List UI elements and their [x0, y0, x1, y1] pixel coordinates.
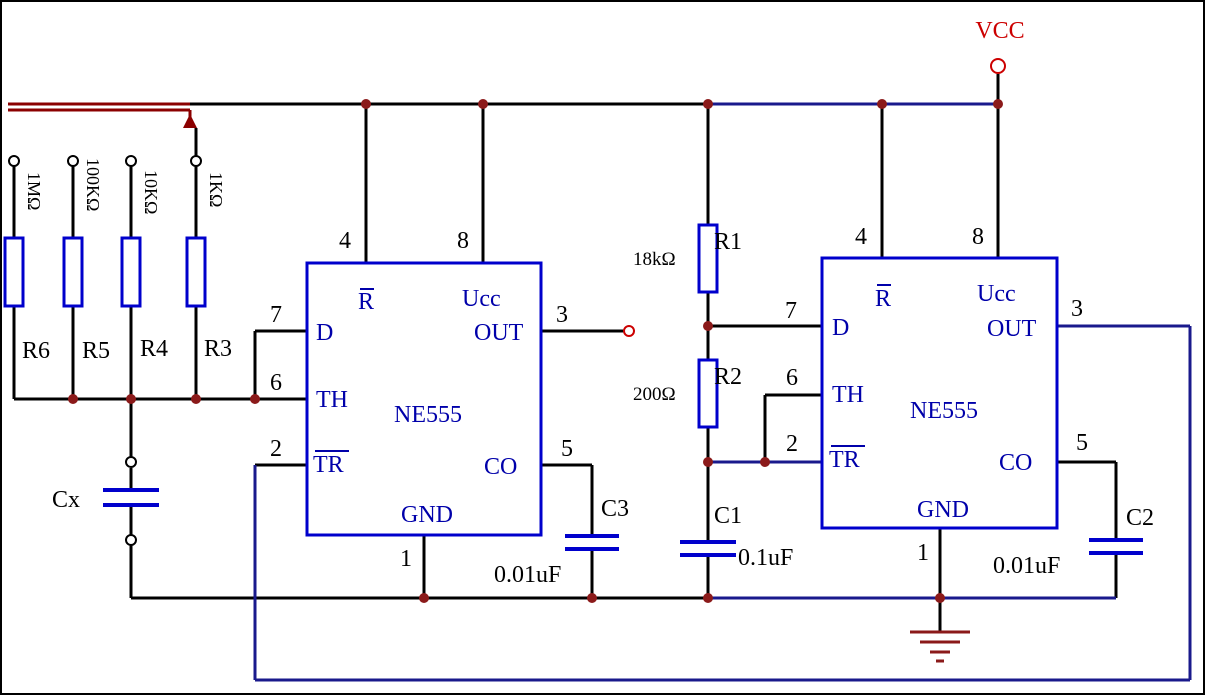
- terminals: [8, 155, 202, 546]
- ic1-pin-7: 7: [270, 302, 282, 328]
- r5-value: 100KΩ: [83, 158, 103, 211]
- ic1-pin-4: 4: [339, 228, 351, 254]
- r2-value: 200Ω: [633, 384, 676, 405]
- terminal-cx-top-icon[interactable]: [125, 456, 137, 468]
- ic1-pin-6: 6: [270, 370, 282, 396]
- c1-value: 0.1uF: [738, 545, 793, 571]
- ic2-body: [820, 256, 1059, 530]
- r2-name: R2: [714, 364, 742, 390]
- junction-dots: [68, 99, 1003, 603]
- wires-blue: [253, 102, 1192, 682]
- ic2-tr-label: TR: [829, 447, 860, 473]
- ic2-pin-numbers: 4 8 7 6 2 3 5 1: [785, 224, 1088, 566]
- c3-name: C3: [601, 496, 629, 522]
- resistor-names: R6 R5 R4 R3 R1 R2: [22, 229, 742, 390]
- capacitor-plates: [103, 488, 1143, 557]
- ic1-tr-label: TR: [313, 452, 344, 478]
- terminal-r6-icon[interactable]: [8, 155, 20, 167]
- ic2-pin-1: 1: [917, 540, 929, 566]
- ic1-labels: R Ucc D OUT TH NE555 TR CO GND: [313, 286, 524, 528]
- resistor-r4-body: [120, 236, 142, 308]
- ic1-pin-numbers: 4 8 7 6 2 3 5 1: [270, 228, 573, 572]
- ic1-pin-3: 3: [556, 302, 568, 328]
- ic2-pin-5: 5: [1076, 430, 1088, 456]
- terminal-r4-icon[interactable]: [125, 155, 137, 167]
- ic1-pin-8: 8: [457, 228, 469, 254]
- ic2-pin-3: 3: [1071, 296, 1083, 322]
- selector-arrow-icon[interactable]: [183, 114, 197, 128]
- ic1-out-label: OUT: [474, 320, 524, 346]
- resistor-r3-body: [185, 236, 207, 308]
- resistor-r2-body: [697, 358, 719, 429]
- r1-value: 18kΩ: [633, 249, 676, 270]
- ic1-pin-2: 2: [270, 436, 282, 462]
- output-terminal-icon[interactable]: [623, 325, 635, 337]
- bank-values: 1MΩ 100KΩ 10KΩ 1KΩ: [24, 158, 226, 214]
- resistor-r1-body: [697, 223, 719, 294]
- ic1-co-label: CO: [484, 454, 517, 480]
- c1-name: C1: [714, 503, 742, 529]
- resistor-bodies: [3, 223, 719, 429]
- c2-name: C2: [1126, 505, 1154, 531]
- terminal-r5-icon[interactable]: [67, 155, 79, 167]
- ic2-ucc-label: Ucc: [977, 281, 1016, 307]
- ic1-gnd-label: GND: [401, 502, 453, 528]
- ic1-body: [305, 261, 543, 537]
- r6-name: R6: [22, 338, 50, 364]
- c2-value: 0.01uF: [993, 553, 1060, 579]
- r3-value: 1KΩ: [206, 172, 226, 207]
- cx-name: Cx: [52, 487, 80, 513]
- ic1-th-label: TH: [316, 387, 348, 413]
- r4-name: R4: [140, 336, 168, 362]
- resistor-r6-body: [3, 236, 25, 308]
- ic2-pin-7: 7: [785, 298, 797, 324]
- vcc-label: VCC: [975, 18, 1024, 44]
- capacitor-labels: Cx C3 0.01uF C1 0.1uF C2 0.01uF: [52, 487, 1154, 588]
- r3-name: R3: [204, 336, 232, 362]
- ground-icon: [910, 630, 970, 663]
- ic2-co-label: CO: [999, 450, 1032, 476]
- ic2-pin-8: 8: [972, 224, 984, 250]
- ic2-name: NE555: [910, 398, 978, 424]
- resistor-values: 18kΩ 200Ω: [633, 249, 676, 405]
- ic1-ucc-label: Ucc: [462, 286, 501, 312]
- ic2-pin-4: 4: [855, 224, 867, 250]
- ic2-reset-label: R: [875, 286, 891, 312]
- ic2-out-label: OUT: [987, 316, 1037, 342]
- r1-name: R1: [714, 229, 742, 255]
- r5-name: R5: [82, 338, 110, 364]
- terminal-r3-icon[interactable]: [190, 155, 202, 167]
- resistor-r5-body: [62, 236, 84, 308]
- ic2-gnd-label: GND: [917, 497, 969, 523]
- ic1-pin-5: 5: [561, 436, 573, 462]
- ic2-pin-2: 2: [786, 431, 798, 457]
- ic1-name: NE555: [394, 402, 462, 428]
- c3-value: 0.01uF: [494, 562, 561, 588]
- r4-value: 10KΩ: [141, 170, 161, 214]
- ic2-pin-6: 6: [786, 365, 798, 391]
- r6-value: 1MΩ: [24, 172, 44, 210]
- ic1-pin-1: 1: [400, 546, 412, 572]
- ic2-th-label: TH: [832, 382, 864, 408]
- terminal-cx-bottom-icon[interactable]: [125, 534, 137, 546]
- ic1-d-label: D: [316, 320, 333, 346]
- ic2-labels: R Ucc D OUT TH NE555 TR CO GND: [829, 281, 1037, 523]
- ic2-d-label: D: [832, 315, 849, 341]
- ic1-reset-label: R: [358, 289, 374, 315]
- selector-wire: [8, 102, 192, 126]
- vcc-terminal-icon[interactable]: [990, 58, 1006, 74]
